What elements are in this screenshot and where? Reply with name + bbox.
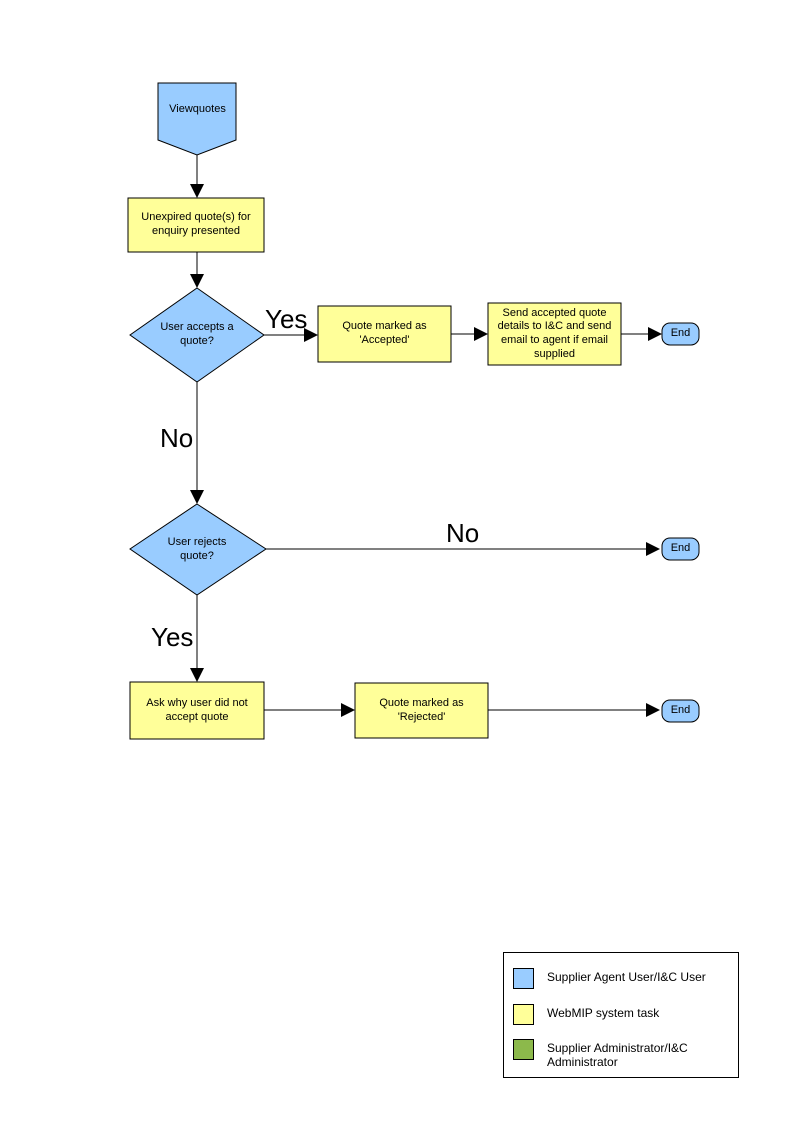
send-details-label: Send accepted quote details to I&C and s… bbox=[497, 306, 612, 360]
legend-box: Supplier Agent User/I&C User WebMIP syst… bbox=[503, 952, 739, 1078]
ask-why-shape bbox=[129, 681, 265, 740]
arrowhead-into-reject-decision bbox=[190, 490, 204, 504]
edge-label-reject-yes: Yes bbox=[151, 622, 194, 652]
reject-decision-diamond bbox=[129, 503, 267, 596]
flow-connectors bbox=[196, 155, 648, 711]
legend-system-label: WebMIP system task bbox=[547, 1006, 660, 1020]
legend-item-user: Supplier Agent User/I&C User bbox=[513, 968, 729, 989]
arrowhead-into-end-reject-yes bbox=[646, 703, 660, 717]
end-reject-yes-terminator bbox=[661, 699, 700, 723]
legend-user-label: Supplier Agent User/I&C User bbox=[547, 970, 706, 984]
accept-decision-diamond bbox=[129, 287, 265, 383]
ask-why-label: Ask why user did not accept quote bbox=[146, 696, 248, 723]
arrowhead-into-end-accept bbox=[648, 327, 662, 341]
legend-item-system: WebMIP system task bbox=[513, 1004, 729, 1025]
end-reject-no-label: End bbox=[670, 541, 691, 554]
start-pentagon-shape bbox=[157, 82, 237, 156]
end-accept-terminator bbox=[661, 322, 700, 346]
arrowhead-into-send bbox=[474, 327, 488, 341]
arrowhead-into-ask-why bbox=[190, 668, 204, 682]
legend-item-admin: Supplier Administrator/I&C Administrator bbox=[513, 1039, 729, 1069]
reject-decision-label: User rejects quote? bbox=[167, 535, 227, 562]
end-accept-label: End bbox=[670, 326, 691, 339]
system-task-swatch bbox=[513, 1004, 534, 1025]
mark-rejected-label: Quote marked as 'Rejected' bbox=[379, 696, 464, 723]
end-reject-yes-label: End bbox=[670, 703, 691, 716]
admin-role-swatch bbox=[513, 1039, 534, 1060]
present-quotes-label: Unexpired quote(s) for enquiry presented bbox=[141, 211, 251, 237]
arrowhead-into-accept-decision bbox=[190, 274, 204, 288]
user-role-swatch bbox=[513, 968, 534, 989]
mark-accepted-shape bbox=[317, 305, 452, 363]
edge-label-accept-yes: Yes bbox=[265, 304, 308, 334]
edge-label-accept-no: No bbox=[160, 423, 194, 453]
arrowhead-into-accepted bbox=[304, 328, 318, 342]
mark-accepted-label: Quote marked as 'Accepted' bbox=[342, 320, 427, 346]
send-details-shape bbox=[487, 302, 622, 366]
start-label: Viewquotes bbox=[169, 103, 226, 116]
arrowhead-into-present bbox=[190, 184, 204, 198]
legend-admin-label: Supplier Administrator/I&C Administrator bbox=[547, 1041, 688, 1070]
arrowhead-into-rejected bbox=[341, 703, 355, 717]
mark-rejected-shape bbox=[354, 682, 489, 739]
present-quotes-shape bbox=[127, 197, 265, 253]
arrowhead-into-end-reject-no bbox=[646, 542, 660, 556]
accept-decision-label: User accepts a quote? bbox=[160, 321, 234, 347]
edge-label-reject-no: No bbox=[446, 518, 480, 548]
end-reject-no-terminator bbox=[661, 537, 700, 561]
flow-arrowheads bbox=[190, 184, 662, 717]
